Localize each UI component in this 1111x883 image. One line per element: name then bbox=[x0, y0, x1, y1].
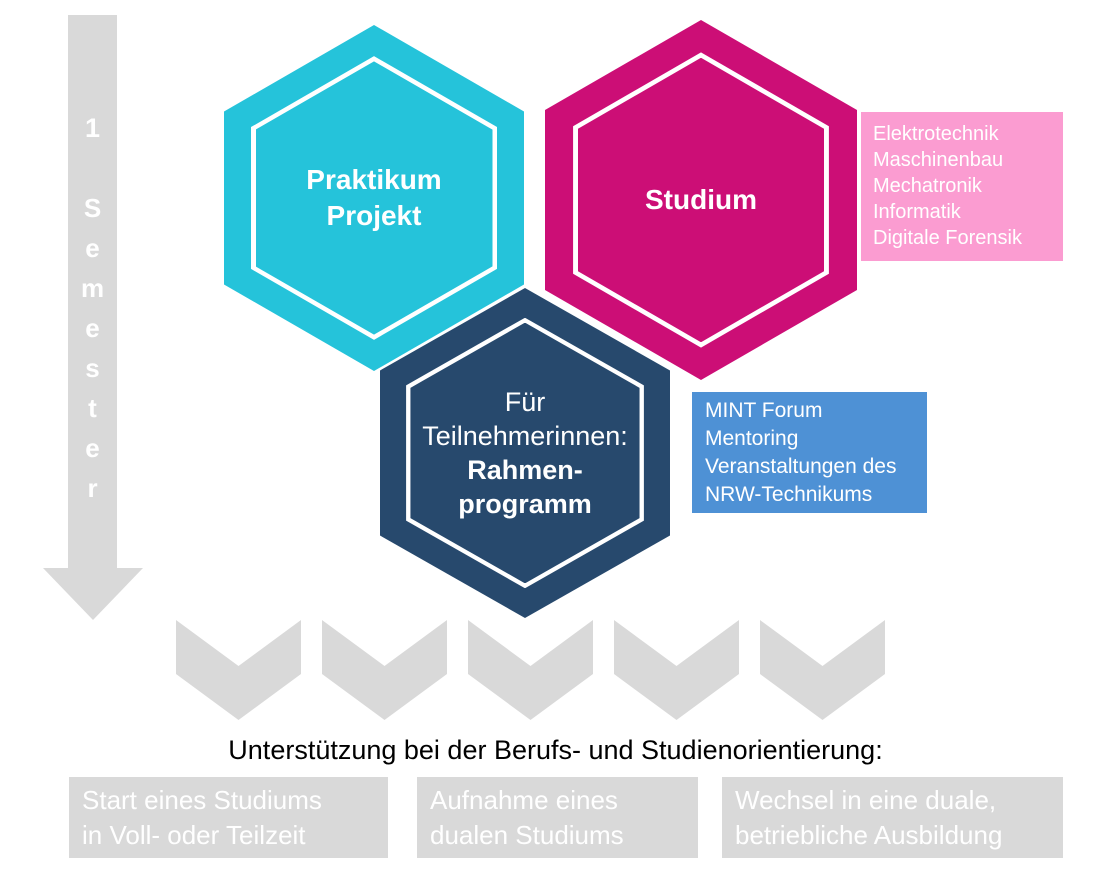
timeline-arrow-shaft bbox=[68, 15, 117, 568]
callout-line: Mechatronik bbox=[873, 175, 982, 197]
down-chevron-icon bbox=[468, 620, 593, 720]
down-chevron-icon bbox=[760, 620, 885, 720]
down-chevron-icon bbox=[614, 620, 739, 720]
timeline-number: 1 bbox=[84, 113, 101, 143]
callout-line: MINT Forum bbox=[705, 399, 823, 422]
hexagon-fill bbox=[255, 61, 493, 335]
callout-line: Digitale Forensik bbox=[873, 227, 1022, 249]
hexagon-praktikum: Praktikum Projekt bbox=[224, 25, 524, 371]
callout-studium-fields: Elektrotechnik Maschinenbau Mechatronik … bbox=[861, 112, 1063, 261]
callout-line: Elektrotechnik bbox=[873, 123, 999, 145]
outcome-option-ausbildung: Wechsel in eine duale, betriebliche Ausb… bbox=[722, 777, 1063, 858]
hexagon-praktikum-label: Praktikum Projekt bbox=[306, 164, 442, 231]
hexagon-rahmenprogramm: Für Teilnehmerinnen: Rahmen- programm bbox=[380, 288, 670, 618]
down-chevron-icon bbox=[176, 620, 301, 720]
callout-line: Mentoring bbox=[705, 427, 799, 450]
callout-line: Informatik bbox=[873, 201, 961, 223]
hexagon-fill bbox=[577, 57, 825, 343]
outcome-option-duales-studium: Aufnahme eines dualen Studiums bbox=[417, 777, 698, 858]
hexagon-studium-label: Studium bbox=[645, 184, 757, 215]
hexagon-studium: Studium bbox=[545, 20, 857, 380]
outcome-heading: Unterstützung bei der Berufs- und Studie… bbox=[228, 735, 883, 765]
down-arrow-icon bbox=[43, 568, 143, 620]
callout-line: Veranstaltungen des NRW-Technikums bbox=[705, 455, 897, 506]
hexagon-rahmenprogramm-label: Für Teilnehmerinnen: Rahmen- programm bbox=[422, 387, 628, 519]
down-chevron-icon bbox=[322, 620, 447, 720]
outcome-option-studium-vollzeit: Start eines Studiums in Voll- oder Teilz… bbox=[69, 777, 388, 858]
callout-line: Maschinenbau bbox=[873, 149, 1004, 171]
callout-rahmenprogramm: MINT Forum Mentoring Veranstaltungen des… bbox=[692, 392, 927, 513]
